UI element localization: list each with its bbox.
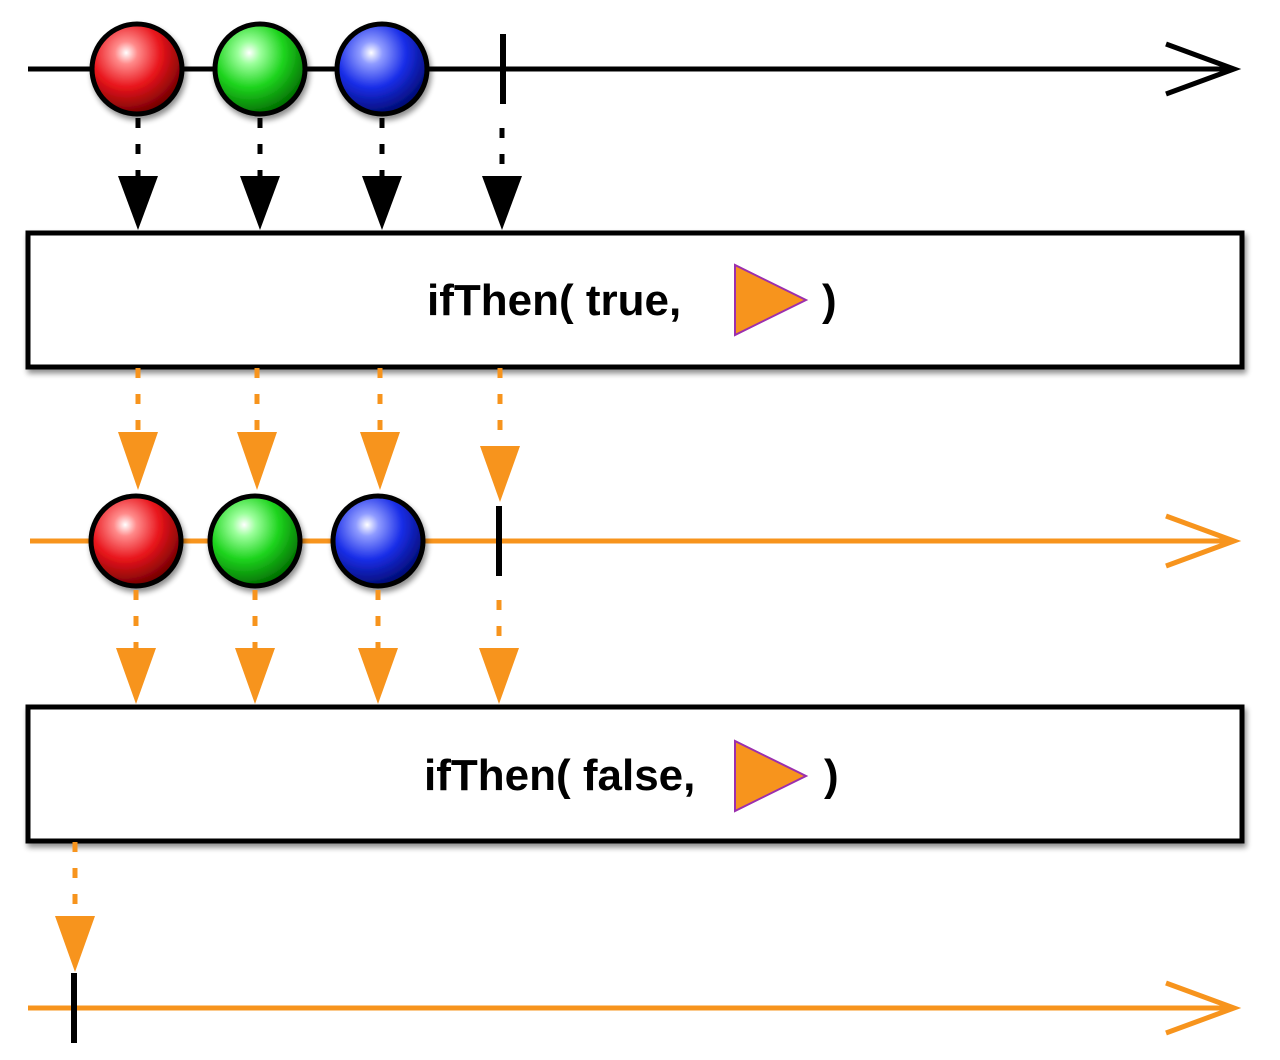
source-to-operator-1-arrows — [135, 118, 505, 180]
source-timeline-arrowhead — [1165, 41, 1242, 97]
output-1-head-red — [118, 432, 158, 490]
result-1-marble-blue — [330, 493, 426, 589]
operator-1-suffix: ) — [822, 276, 837, 325]
operator-box-1: ifThen( true, ) — [25, 230, 1245, 370]
result-1-to-operator-2-arrows — [133, 590, 502, 652]
source-marble-green — [212, 21, 308, 117]
result-1-marble-red — [88, 493, 184, 589]
source-marbles — [89, 21, 430, 117]
operator-2-input-arrowheads — [116, 648, 519, 704]
output-1-head-blue — [360, 432, 400, 490]
input-2-head-red — [116, 648, 156, 704]
operator-1-output-arrowheads — [118, 432, 520, 502]
operator-2-suffix: ) — [824, 751, 839, 800]
result-timeline-2-arrowhead — [1165, 980, 1242, 1036]
operator-2-prefix: ifThen( false, — [424, 751, 695, 800]
operator-2-output-arrows — [55, 842, 95, 972]
source-marble-blue — [334, 21, 430, 117]
orange-play-triangle-icon — [734, 739, 809, 813]
operator-box-1-frame — [25, 230, 1245, 370]
source-timeline — [28, 34, 1242, 104]
input-2-head-blue — [358, 648, 398, 704]
output-1-head-green — [237, 432, 277, 490]
operator-1-prefix: ifThen( true, — [427, 276, 681, 325]
input-2-head-complete — [479, 648, 519, 704]
result-1-marbles — [88, 493, 426, 589]
input-2-head-green — [235, 648, 275, 704]
operator-box-2: ifThen( false, ) — [25, 704, 1245, 844]
result-1-marble-green — [207, 493, 303, 589]
orange-play-triangle-icon — [734, 263, 809, 337]
arrowhead-red — [118, 176, 158, 230]
arrowhead-complete — [482, 176, 522, 230]
arrowhead-green — [240, 176, 280, 230]
result-timeline-2 — [28, 973, 1242, 1043]
output-2-head-complete — [55, 916, 95, 972]
source-arrowheads — [118, 176, 522, 230]
operator-box-2-frame — [25, 704, 1245, 844]
source-marble-red — [89, 21, 185, 117]
operator-1-output-arrows — [135, 368, 503, 448]
output-1-head-complete — [480, 446, 520, 502]
result-timeline-1-arrowhead — [1165, 513, 1242, 569]
arrowhead-blue — [362, 176, 402, 230]
